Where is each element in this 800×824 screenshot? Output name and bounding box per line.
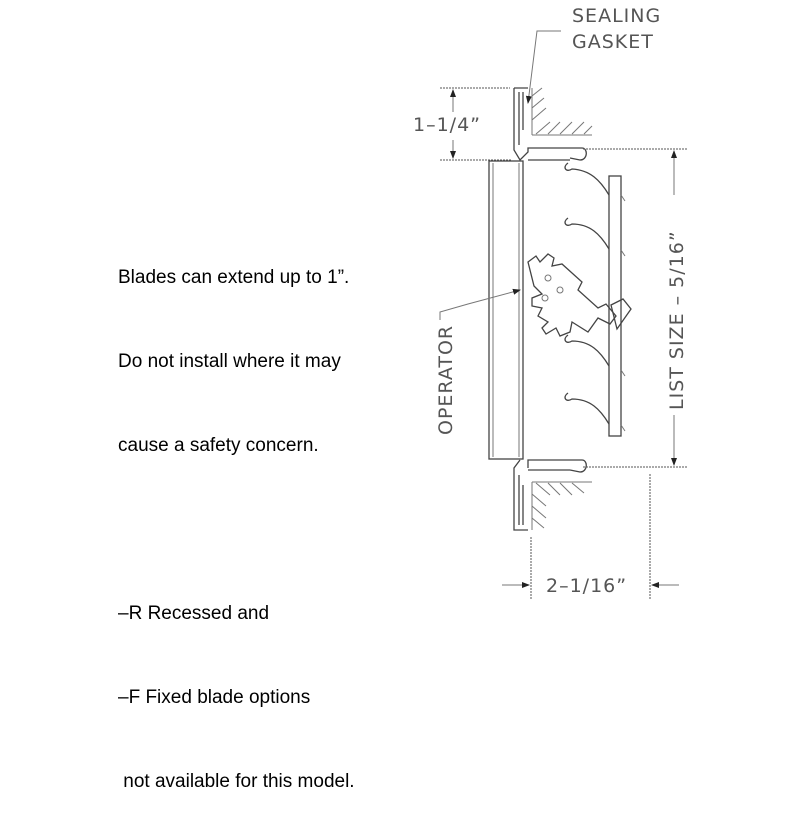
gasket-leader bbox=[525, 30, 561, 104]
note-line: cause a safety concern. bbox=[118, 435, 319, 456]
sealing-label: SEALING bbox=[572, 5, 661, 27]
frame-top bbox=[513, 87, 587, 162]
gasket-label: GASKET bbox=[572, 31, 654, 53]
blades bbox=[564, 162, 626, 432]
list-size-label: LIST SIZE – 5/16” bbox=[666, 230, 688, 410]
wall-bottom-hatch bbox=[531, 481, 592, 530]
note-line: Do not install where it may bbox=[118, 351, 341, 372]
note-line: –R Recessed and bbox=[118, 603, 270, 624]
note-line: Blades can extend up to 1”. bbox=[118, 267, 350, 288]
note-line: not available for this model. bbox=[118, 771, 355, 792]
operator-label: OPERATOR bbox=[435, 325, 457, 435]
flange-depth-label: 1–1/4” bbox=[413, 114, 481, 136]
note-line: –F Fixed blade options bbox=[118, 687, 311, 708]
frame-bottom bbox=[513, 459, 587, 531]
wall-top-hatch bbox=[531, 87, 593, 136]
blade-link-bar bbox=[608, 175, 622, 437]
operator-gear bbox=[527, 253, 617, 337]
operator-link bbox=[610, 298, 632, 331]
overall-depth-label: 2–1/16” bbox=[546, 575, 627, 597]
damper-section-drawing: SEALING GASKET OPERATOR 1–1/4” bbox=[413, 5, 688, 600]
list-size-dimension bbox=[583, 148, 688, 468]
damper-sleeve bbox=[488, 160, 524, 460]
flange-depth-dimension bbox=[440, 87, 512, 161]
operator-leader bbox=[439, 288, 521, 320]
overall-depth-dimension bbox=[502, 474, 679, 600]
